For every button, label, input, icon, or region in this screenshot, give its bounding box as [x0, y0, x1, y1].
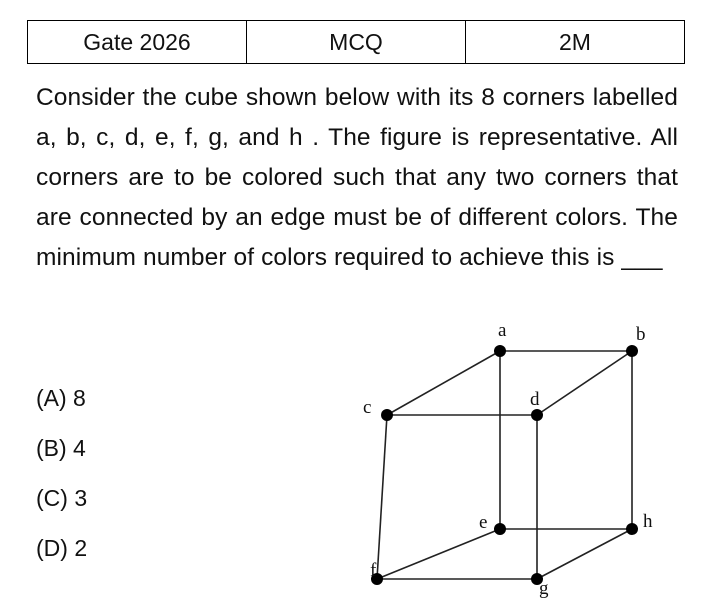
cube-labels: a b c d e f g h [363, 320, 653, 599]
header-marks: 2M [559, 28, 591, 55]
edge-e-f [376, 528, 501, 580]
vertex-d [531, 409, 543, 421]
cube-edges [376, 350, 633, 580]
edge-b-d [536, 350, 633, 416]
option-a[interactable]: (A) 8 [36, 385, 86, 411]
question-text: Consider the cube shown below with its 8… [36, 84, 678, 271]
vertex-label-g: g [539, 578, 549, 599]
edge-c-f [376, 414, 388, 580]
option-d[interactable]: (D) 2 [36, 535, 88, 561]
vertex-label-f: f [370, 560, 377, 581]
cube-vertices [371, 345, 638, 585]
edge-a-c [386, 350, 501, 416]
vertex-e [494, 523, 506, 535]
header-exam: Gate 2026 [28, 21, 247, 63]
vertex-label-b: b [636, 324, 646, 345]
vertex-label-a: a [498, 320, 507, 341]
vertex-label-h: h [643, 511, 653, 532]
vertex-h [626, 523, 638, 535]
vertex-b [626, 345, 638, 357]
options-list: (A) 8 (B) 4 (C) 3 (D) 2 [36, 378, 87, 578]
vertex-label-d: d [530, 389, 540, 410]
header-table: Gate 2026 MCQ 2M [27, 20, 685, 64]
vertex-a [494, 345, 506, 357]
vertex-f [371, 573, 383, 585]
option-c[interactable]: (C) 3 [36, 485, 88, 511]
edge-h-g [536, 528, 633, 580]
vertex-g [531, 573, 543, 585]
vertex-label-e: e [479, 512, 487, 533]
vertex-c [381, 409, 393, 421]
cube-figure: a b c d e f g h [363, 320, 653, 599]
header-question-type: MCQ [247, 21, 466, 63]
vertex-label-c: c [363, 397, 371, 418]
option-b[interactable]: (B) 4 [36, 435, 86, 461]
